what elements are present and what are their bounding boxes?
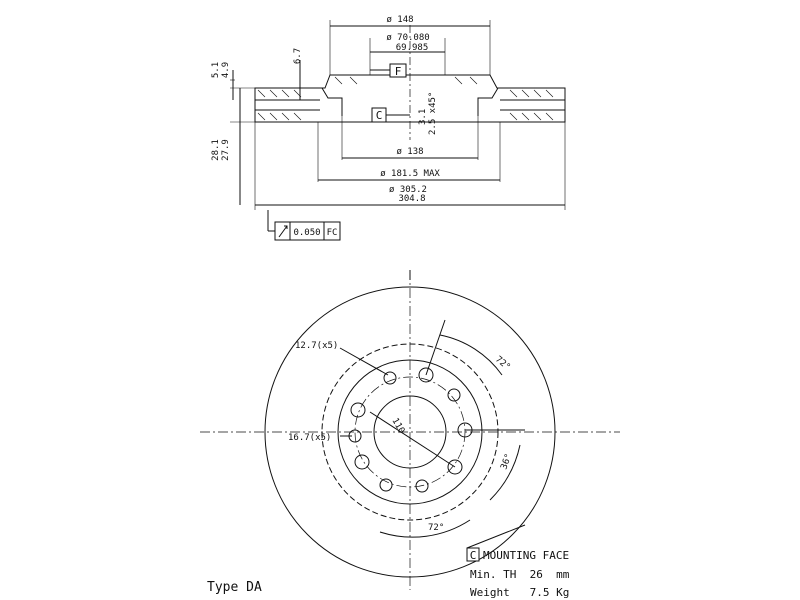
bolt-circle bbox=[354, 376, 466, 488]
bolt-hole-large bbox=[418, 367, 434, 383]
bolt-hole-small bbox=[447, 388, 461, 402]
angle-arc-bottom bbox=[379, 519, 471, 538]
centre-bore bbox=[373, 395, 447, 469]
front-view bbox=[200, 270, 620, 590]
bolt-hole-large bbox=[350, 402, 366, 418]
dim-138: ø 138 bbox=[396, 147, 423, 157]
dim-148: ø 148 bbox=[386, 15, 413, 25]
friction-inner-circle bbox=[321, 343, 499, 521]
dim-6-7: 6.7 bbox=[293, 48, 303, 64]
hat-outline bbox=[321, 87, 499, 116]
runout-arrow-icon bbox=[278, 225, 288, 238]
hat-circle bbox=[337, 359, 483, 505]
angle-arc-right bbox=[489, 444, 521, 501]
datum-c-label: C bbox=[376, 109, 383, 122]
mounting-face-c-box bbox=[466, 547, 480, 562]
bolt-hole-small bbox=[379, 478, 393, 492]
datum-f-label: F bbox=[395, 65, 402, 78]
disc-profile-outline bbox=[254, 74, 566, 123]
dim-70-upper: ø 70.080 bbox=[386, 33, 429, 43]
angle-arc-top bbox=[439, 334, 503, 376]
dim-305-upper: ø 305.2 bbox=[389, 185, 427, 195]
bolt-hole-small bbox=[383, 371, 397, 385]
bolt-hole-large bbox=[447, 459, 463, 475]
type-label: Type DA bbox=[207, 580, 262, 595]
bolt-hole-large bbox=[354, 454, 370, 470]
holes-large-label: 16.7(x5) bbox=[288, 433, 331, 443]
pcd-line bbox=[369, 411, 456, 468]
holes-small-label: 12.7(x5) bbox=[295, 341, 338, 351]
disc-outer-circle bbox=[264, 286, 556, 578]
dim-305-lower: 304.8 bbox=[398, 194, 425, 204]
tolerance-value: 0.050 bbox=[293, 228, 320, 238]
weight: Weight 7.5 Kg bbox=[470, 586, 569, 599]
mounting-face-c: C bbox=[470, 549, 477, 562]
dim-chamfer: 3.1 bbox=[418, 109, 428, 125]
friction-ring-hatch bbox=[257, 76, 554, 121]
dim-181-5: ø 181.5 MAX bbox=[380, 169, 440, 179]
dim-chamfer-2: 2.5 x45° bbox=[428, 92, 438, 135]
dim-5-1: 5.1 bbox=[211, 62, 221, 78]
mounting-face-label: MOUNTING FACE bbox=[483, 549, 569, 562]
dim-27-9: 27.9 bbox=[221, 139, 231, 161]
dim-70-lower: 69.985 bbox=[396, 43, 429, 53]
min-thickness: Min. TH 26 mm bbox=[470, 568, 570, 581]
dim-28-1: 28.1 bbox=[211, 139, 221, 161]
tolerance-datums: FC bbox=[327, 228, 338, 238]
section-view bbox=[230, 20, 566, 241]
bolt-hole-small bbox=[415, 479, 429, 493]
angle-bottom-label: 72° bbox=[428, 523, 444, 533]
dim-4-9: 4.9 bbox=[221, 62, 231, 78]
angle-top-label: 72° bbox=[493, 355, 512, 373]
